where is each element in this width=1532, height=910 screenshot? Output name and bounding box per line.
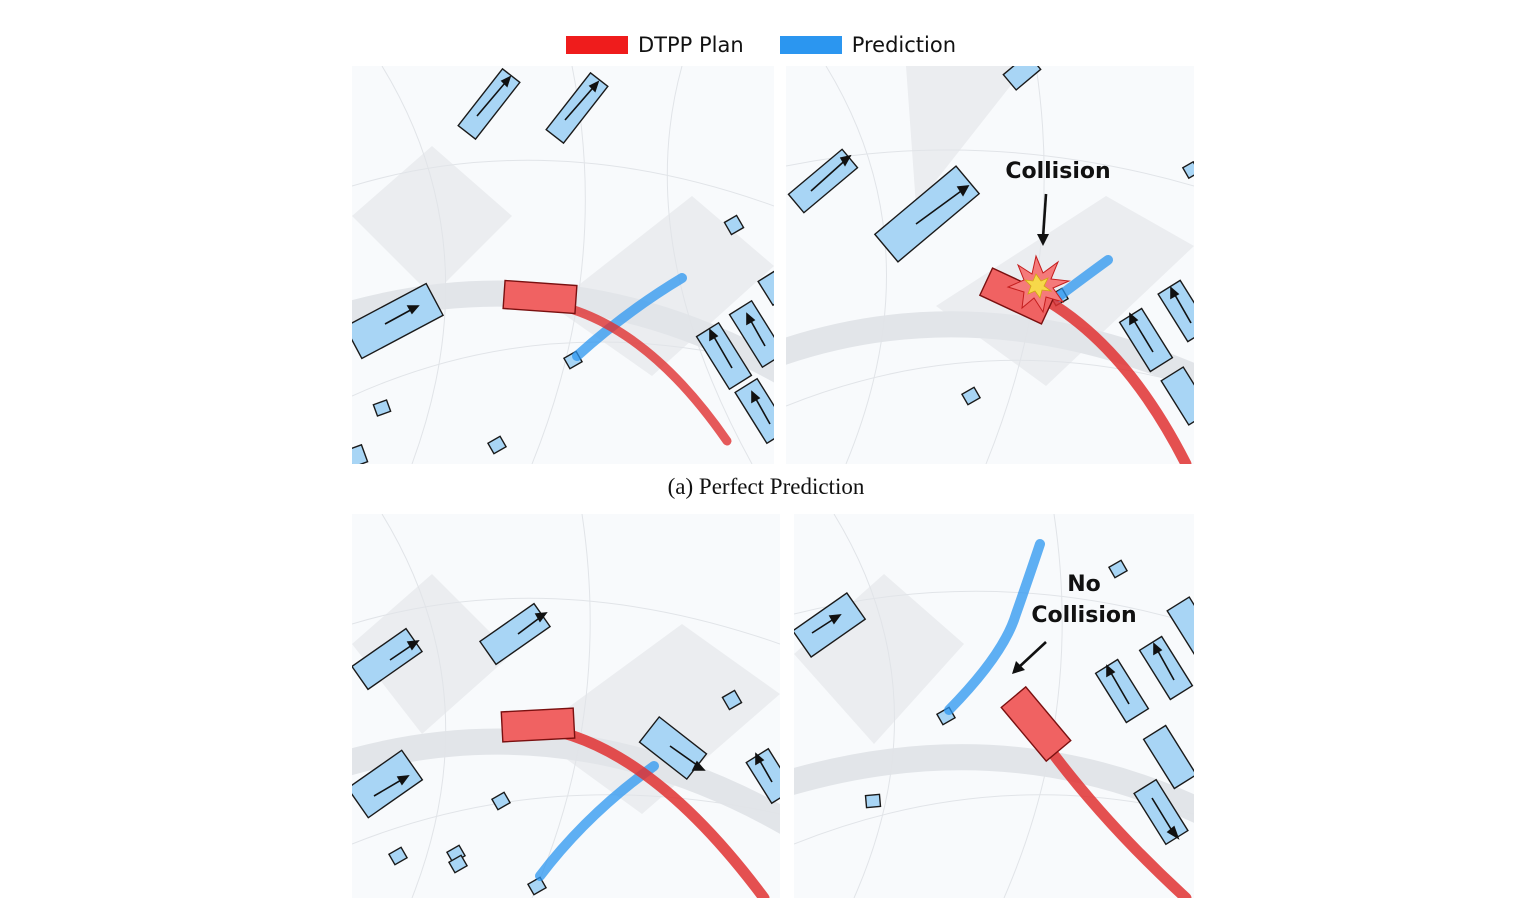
heading-arrows bbox=[373, 612, 773, 797]
scene-panel-top-left bbox=[352, 66, 774, 464]
no-collision-label: No Collision bbox=[1024, 569, 1144, 631]
ego-vehicle bbox=[502, 279, 578, 315]
collision-burst-core-icon bbox=[1023, 273, 1053, 299]
no-collision-label-line1: No bbox=[1067, 572, 1101, 597]
no-collision-label-line2: Collision bbox=[1031, 603, 1137, 628]
scene-map bbox=[794, 514, 1194, 898]
collision-label: Collision bbox=[1005, 159, 1111, 184]
scene-map bbox=[352, 514, 780, 898]
heading-arrows bbox=[384, 75, 771, 425]
ego-vehicle bbox=[1000, 685, 1072, 763]
prediction-trajectory bbox=[535, 761, 659, 881]
heading-arrows bbox=[810, 154, 1192, 353]
road-map bbox=[786, 66, 1194, 464]
no-collision-pointer-arrow bbox=[1012, 641, 1047, 674]
legend-item-plan: DTPP Plan bbox=[566, 33, 744, 57]
scene-panel-bottom-right bbox=[794, 514, 1194, 898]
agent-vehicles bbox=[352, 602, 780, 896]
legend: DTPP Plan Prediction bbox=[566, 32, 992, 58]
legend-label-plan: DTPP Plan bbox=[638, 33, 744, 57]
legend-item-prediction: Prediction bbox=[779, 33, 957, 57]
prediction-swatch bbox=[779, 36, 842, 54]
heading-arrows bbox=[811, 614, 1180, 840]
prediction-trajectory bbox=[1053, 255, 1113, 302]
scene-map bbox=[786, 66, 1194, 464]
plan-swatch bbox=[566, 36, 628, 54]
scene-map bbox=[352, 66, 774, 464]
caption-a: (a) Perfect Prediction bbox=[667, 474, 865, 499]
road-map bbox=[352, 514, 780, 898]
collision-pointer-arrow bbox=[1037, 193, 1049, 246]
legend-label-prediction: Prediction bbox=[851, 33, 957, 57]
prediction-trajectory bbox=[572, 273, 687, 361]
prediction-trajectory bbox=[944, 539, 1045, 715]
scene-panel-top-right bbox=[786, 66, 1194, 464]
ego-vehicle bbox=[500, 707, 576, 743]
scene-panel-bottom-left bbox=[352, 514, 780, 898]
